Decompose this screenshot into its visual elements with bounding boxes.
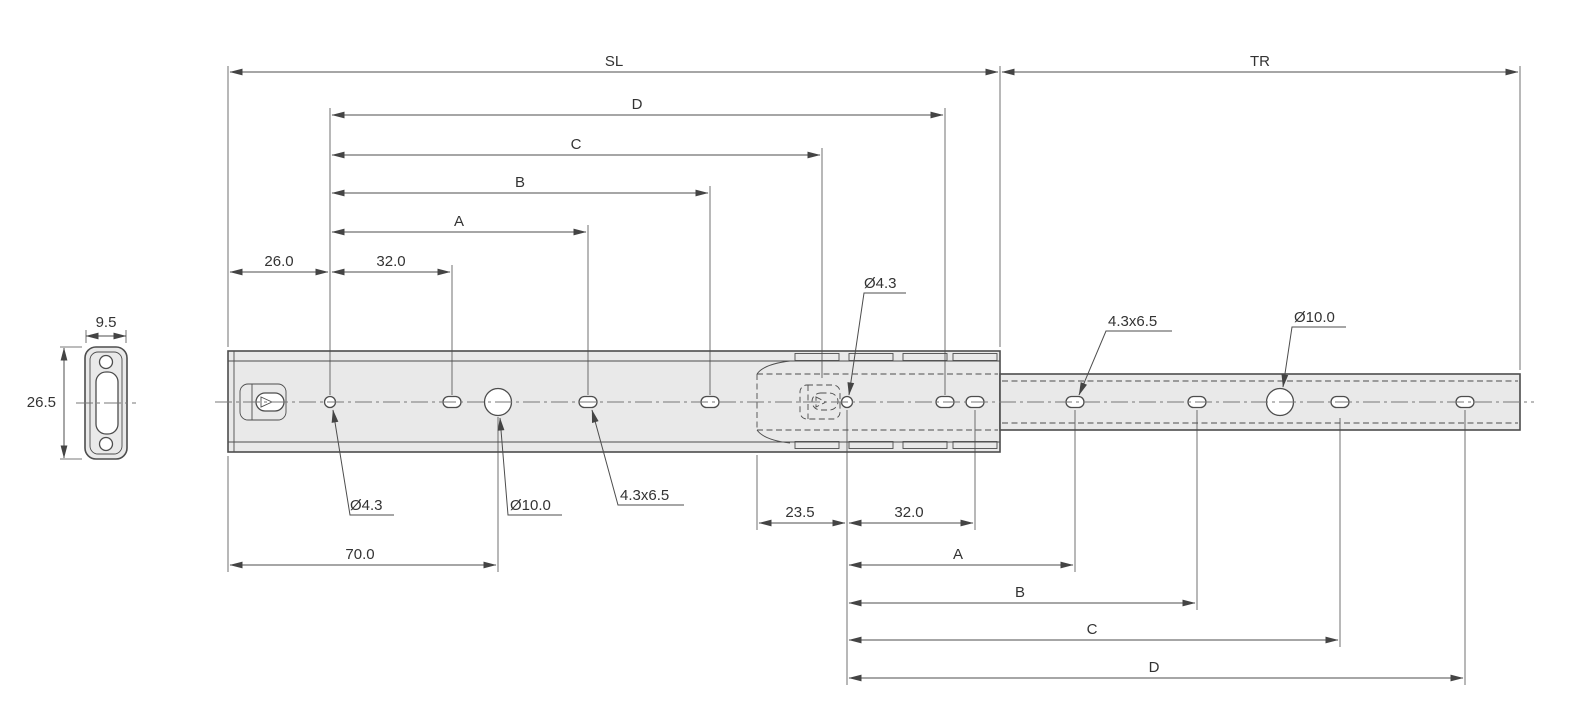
- leader-line: [591, 409, 684, 506]
- dim-label-a-top: A: [454, 213, 464, 230]
- cross-section-ball-top: [98, 354, 114, 370]
- dim-label-b-bottom: B: [1015, 584, 1025, 601]
- leader-line: [1281, 326, 1346, 388]
- callout-sl-small-hole: Ø4.3: [350, 497, 383, 514]
- dim-label-section-width: 9.5: [96, 314, 117, 331]
- front-bracket-tab: [260, 396, 274, 408]
- lance-bottom: [794, 441, 840, 449]
- leader-line: [847, 292, 906, 396]
- lance-top: [902, 353, 948, 361]
- dim-label-b-top: B: [515, 174, 525, 191]
- dim-label-c-top: C: [571, 136, 582, 153]
- callouts: Ø4.3 4.3x6.5 Ø10.0 Ø4.3 Ø10.0 4.3x6.5: [331, 275, 1346, 516]
- overlap-region: [756, 353, 998, 449]
- hidden-bracket-tab: [815, 396, 828, 408]
- dimensions-bottom: 70.0 23.5 32.0 A B C D: [227, 410, 1466, 685]
- lance-top: [848, 353, 894, 361]
- callout-tr-large-hole: Ø10.0: [1294, 309, 1335, 326]
- dim-label-end-offset: 26.0: [264, 253, 293, 270]
- dim-label-c-bottom: C: [1087, 621, 1098, 638]
- callout-tr-slot: 4.3x6.5: [1108, 313, 1157, 330]
- lance-top: [794, 353, 840, 361]
- lance-bottom: [902, 441, 948, 449]
- dim-label-d-bottom: D: [1149, 659, 1160, 676]
- outer-rail: [227, 350, 1001, 453]
- lance-bottom: [848, 441, 894, 449]
- leader-line: [331, 409, 394, 516]
- retainer-curve-bottom: [756, 429, 791, 444]
- callout-sl-slot: 4.3x6.5: [620, 487, 669, 504]
- leader-line: [497, 417, 562, 516]
- dim-label-hole-pitch: 32.0: [376, 253, 405, 270]
- leader-line: [1078, 330, 1172, 396]
- dim-label-tr-hole-pitch: 32.0: [894, 504, 923, 521]
- retainer-curve-top: [756, 360, 791, 375]
- hidden-bracket-slot: [811, 392, 839, 411]
- cross-section-view: 9.5 26.5: [27, 314, 136, 460]
- dim-label-d-top: D: [632, 96, 643, 113]
- dimensions-top: SL TR D C B A 26.0 32.0: [227, 53, 1521, 395]
- lance-top: [952, 353, 998, 361]
- dim-label-sl: SL: [605, 53, 623, 70]
- dim-label-first-hole: 70.0: [345, 546, 374, 563]
- dim-label-tr: TR: [1250, 53, 1270, 70]
- dim-label-section-height: 26.5: [27, 394, 56, 411]
- callout-sl-large-hole: Ø10.0: [510, 497, 551, 514]
- cross-section-ball-bottom: [98, 436, 114, 452]
- hidden-bracket-outline: [799, 384, 841, 420]
- callout-mid-small-hole: Ø4.3: [864, 275, 897, 292]
- dim-label-tr-end-offset: 23.5: [785, 504, 814, 521]
- outer-rail-body: [227, 350, 1001, 453]
- dim-label-a-bottom: A: [953, 546, 963, 563]
